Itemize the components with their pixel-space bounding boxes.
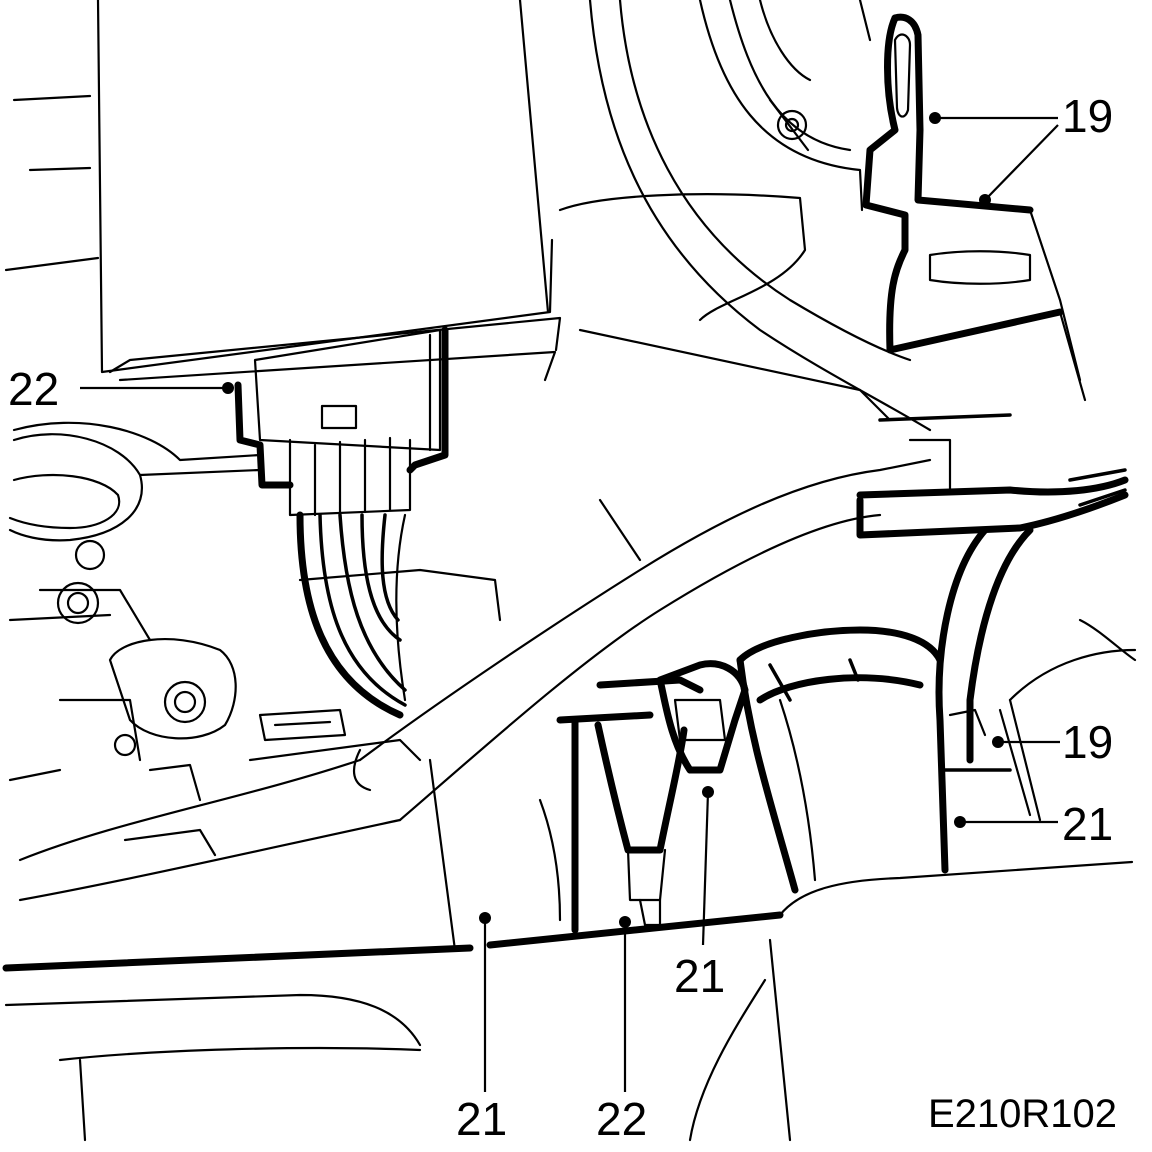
harness-conduit — [18, 458, 932, 902]
bracket-19 — [862, 13, 1087, 422]
right-harness — [856, 438, 1129, 874]
callout-21-bottom: 21 — [456, 1093, 507, 1145]
round-flange — [8, 421, 262, 542]
sensor-fitting — [556, 660, 749, 934]
leader-21b — [701, 791, 710, 946]
leader-19a-2 — [984, 124, 1059, 201]
upper-frame — [558, 0, 932, 432]
manifold-bosses — [8, 539, 502, 857]
callout-21-center: 21 — [674, 950, 725, 1002]
callout-22-upper: 22 — [8, 363, 59, 415]
connector-22-upper — [234, 326, 449, 517]
housing-block — [4, 0, 562, 382]
wire-bundle — [296, 511, 407, 719]
callout-21-right: 21 — [1062, 798, 1113, 850]
figure-reference: E210R102 — [928, 1092, 1117, 1136]
callout-labels: 19 19 21 21 21 22 22 — [8, 90, 1113, 1145]
leader-lines — [80, 112, 1060, 1092]
hose-clamp — [736, 626, 944, 894]
callout-19-upper: 19 — [1062, 90, 1113, 142]
callout-22-bottom: 22 — [596, 1093, 647, 1145]
callout-19-lower: 19 — [1062, 716, 1113, 768]
bottom-frame — [2, 618, 1137, 1142]
